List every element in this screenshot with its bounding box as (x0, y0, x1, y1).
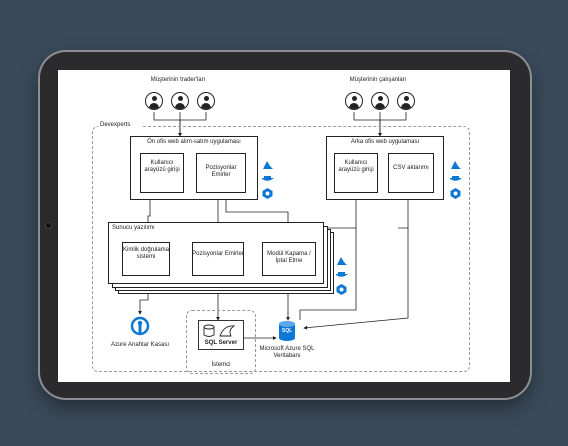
line-csv-azuresql (303, 228, 409, 330)
employees-label: Müşterinin çalışanları (349, 77, 407, 83)
sql-database-icon (279, 321, 295, 341)
azure-sql-label: Microsoft Azure SQL Veritabanı (259, 346, 315, 359)
line-traders-3 (180, 112, 207, 121)
close-cancel-label: Modül Kapama /İptal Etme (267, 251, 311, 264)
kubernetes-icon (262, 188, 273, 199)
user-icon (171, 92, 189, 110)
diagram-screen: Müşterinin trader'ları Müşterinin çalışa… (58, 70, 510, 382)
azure-icon (337, 257, 347, 265)
front-office-title: Ön ofis web alım-satım uygulaması (147, 139, 241, 145)
devexperts-group (92, 126, 470, 372)
sql-server-icon (203, 324, 236, 337)
close-cancel-box (262, 242, 316, 276)
user-icon (145, 92, 163, 110)
azure-icon (263, 161, 273, 169)
fo-positions-box (196, 153, 246, 193)
user-icon (371, 92, 389, 110)
docker-icon (450, 176, 462, 181)
sql-server-box (198, 320, 244, 350)
bo-ui-login-box (334, 153, 378, 193)
fo-ui-login-box (140, 153, 184, 193)
docker-icon (262, 176, 274, 181)
back-office-title: Arka ofis web uygulaması (350, 139, 420, 145)
csv-export-box (388, 153, 434, 193)
user-icon (197, 92, 215, 110)
line-employees-3 (380, 112, 407, 121)
azure-icon (451, 161, 461, 169)
csv-export-label: CSV aktarımı (393, 165, 429, 171)
client-group (186, 310, 256, 374)
key-vault-icon (130, 316, 150, 336)
kubernetes-icon (336, 284, 347, 295)
server-positions-box (192, 242, 244, 276)
server-title: Sunucu yazılımı (112, 225, 155, 231)
bo-ui-login-label: Kullanıcı arayüzü girişi (338, 160, 374, 173)
auth-system-label: Kimlik doğrulama sistemi (122, 247, 170, 260)
fo-positions-label: Pozisyonlar Emirler (205, 165, 237, 178)
sql-server-label: SQL Server (204, 340, 238, 346)
line-bo-azuresql (299, 228, 357, 320)
traders-label: Müşterinin trader'ları (150, 77, 206, 83)
docker-icon (336, 272, 348, 277)
sql-badge: SQL (281, 328, 293, 334)
server-positions-label: Pozisyonlar Emirler (192, 251, 244, 257)
key-vault-label: Azure Anahtar Kasası (110, 342, 170, 348)
tablet-camera (45, 222, 52, 229)
client-group-label: İstemci (211, 362, 231, 368)
kubernetes-icon (450, 188, 461, 199)
devexperts-label: Devexperts (98, 122, 142, 129)
user-icon (345, 92, 363, 110)
fo-ui-login-label: Kullanıcı arayüzü girişi (144, 160, 180, 173)
user-icon (397, 92, 415, 110)
auth-system-box (122, 242, 170, 276)
